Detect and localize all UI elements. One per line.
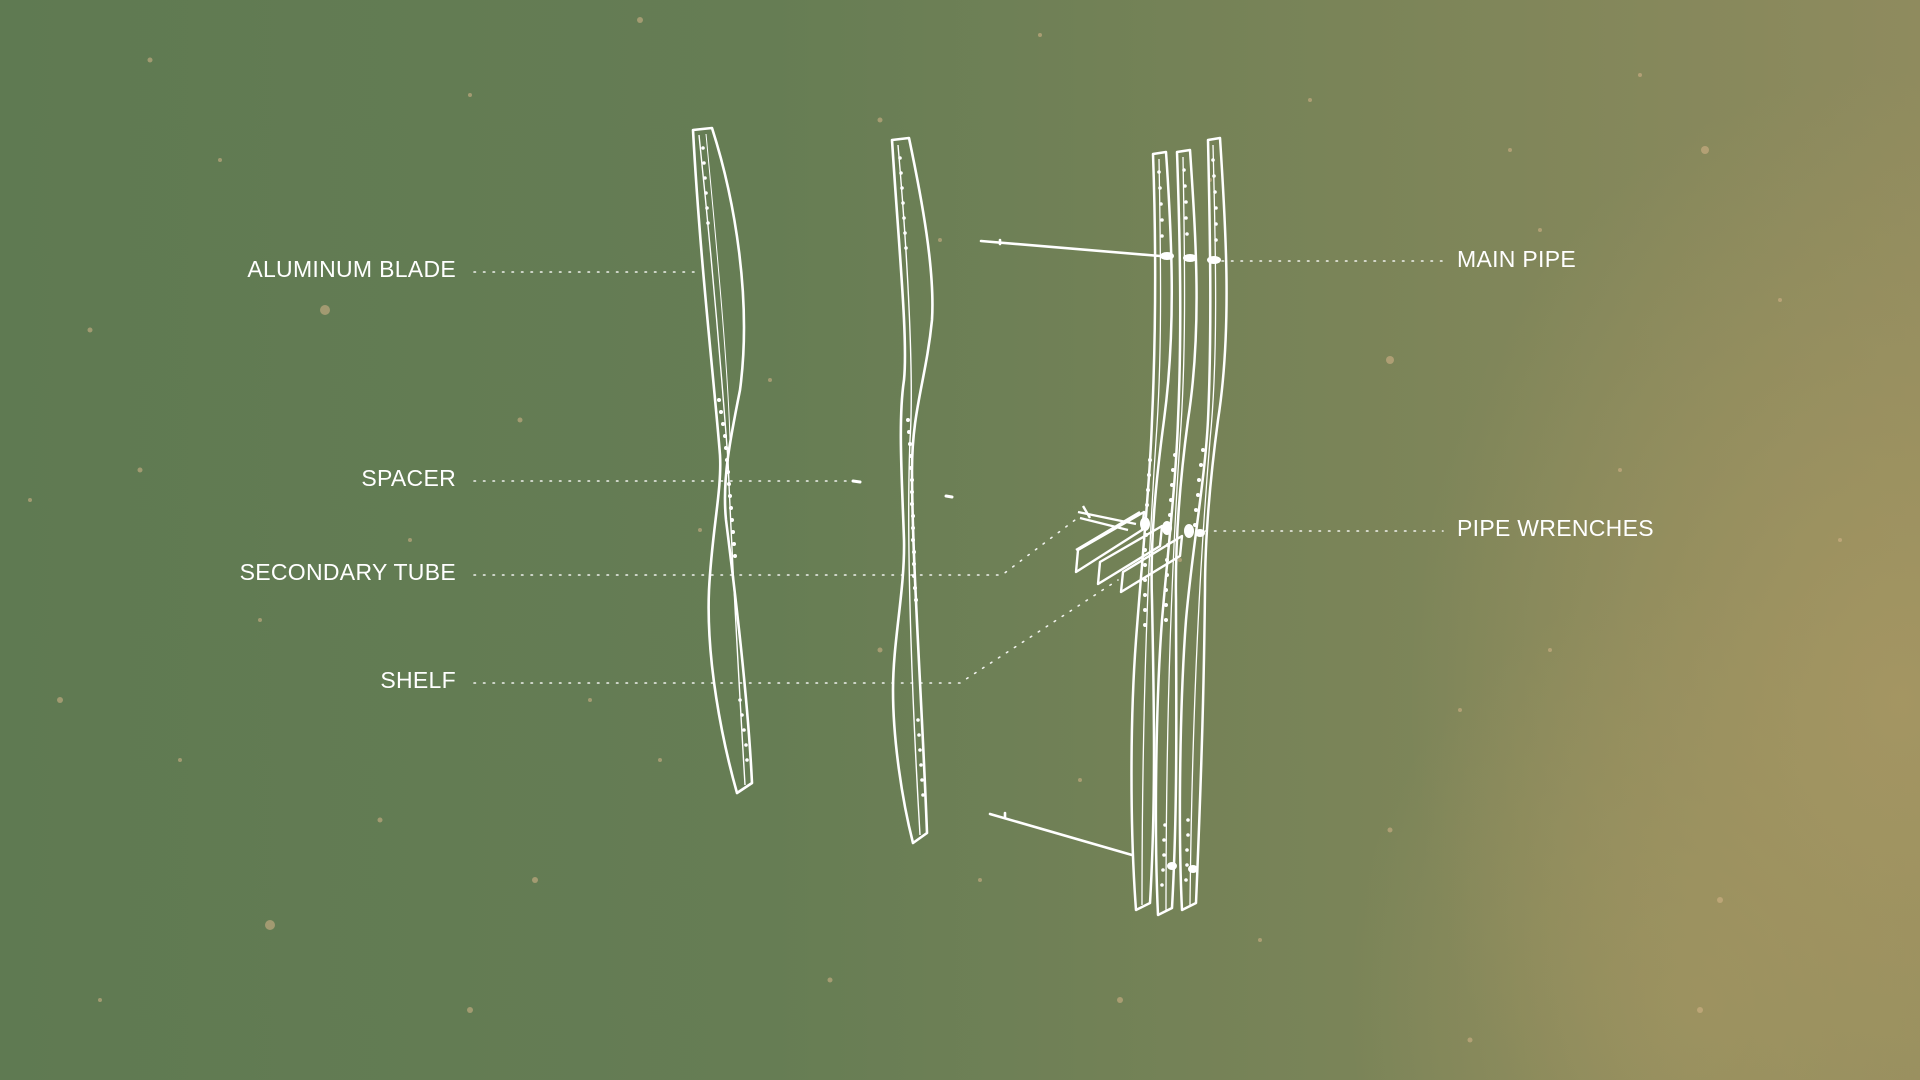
assembled-blade-stack [1130, 136, 1228, 917]
leader-shelf [473, 579, 1119, 684]
main-pipe-rods [979, 238, 1162, 857]
label-spacer: SPACER [361, 465, 456, 491]
label-aluminum-blade: ALUMINUM BLADE [247, 256, 456, 282]
aluminum-blade-left [691, 126, 754, 795]
pipe-wrench-clamps [1140, 517, 1205, 873]
main-pipe-lower [988, 812, 1134, 857]
spacer-pieces [851, 479, 954, 499]
spacer-piece-1 [851, 479, 862, 484]
main-pipe-upper [979, 239, 1162, 258]
main-pipe-joints [1160, 252, 1221, 264]
blade-middle-holes [898, 156, 925, 797]
label-secondary-tube: SECONDARY TUBE [239, 559, 456, 585]
aluminum-blade-middle [890, 136, 934, 845]
spacer-piece-2 [944, 494, 954, 499]
leader-secondary-tube [473, 519, 1076, 576]
shelf-brackets [1074, 505, 1184, 594]
label-shelf: SHELF [380, 667, 456, 693]
blade-left-holes [701, 146, 749, 762]
label-pipe-wrenches: PIPE WRENCHES [1457, 515, 1654, 541]
label-main-pipe: MAIN PIPE [1457, 246, 1577, 272]
leader-lines [473, 260, 1444, 684]
background-speckles [28, 17, 1842, 1043]
